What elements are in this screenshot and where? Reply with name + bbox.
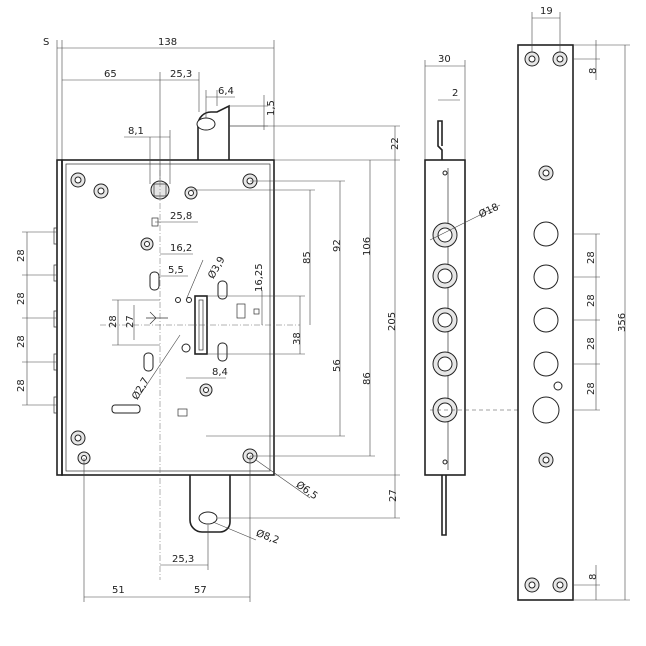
front-view: S 138 65 25,3 6,4 1,5 8,1 22 25,8 16,2 5… [16, 37, 401, 602]
dim-pitch-28-c: 28 [16, 335, 27, 348]
dim-side-30: 30 [438, 54, 451, 65]
top-lug [197, 104, 230, 160]
dim-side-18: Ø18 [477, 201, 501, 221]
side-view: 30 2 Ø18 [424, 54, 520, 536]
screw-holes [70, 172, 258, 465]
dim-56: 56 [332, 359, 343, 372]
dim-38: 38 [292, 332, 303, 345]
dim-16-25: 16,25 [254, 263, 265, 292]
dim-bar-8-bottom: 8 [588, 574, 599, 580]
dim-85: 85 [302, 251, 313, 264]
dim-2-7: Ø2,7 [129, 375, 151, 402]
centre-lines [100, 170, 300, 580]
side-bolts [432, 170, 458, 465]
dim-bar-28-a: 28 [586, 251, 597, 264]
dim-8-1: 8,1 [128, 126, 144, 137]
dim-8-2: Ø8,2 [254, 527, 280, 546]
strike-bar: 19 8 8 356 28 28 28 28 [517, 6, 630, 601]
dim-6-4: 6,4 [218, 86, 234, 97]
dim-bar-28-d: 28 [586, 382, 597, 395]
dim-51: 51 [112, 585, 125, 596]
dim-92: 92 [332, 239, 343, 252]
lock-case [61, 159, 275, 476]
dim-1-5: 1,5 [266, 100, 277, 116]
dim-25-3-top: 25,3 [170, 69, 192, 80]
front-dimensions [22, 40, 400, 602]
dim-16-2: 16,2 [170, 243, 192, 254]
deadbolt-tips [53, 227, 57, 414]
dim-27-bottom: 27 [388, 489, 399, 502]
dim-pitch-28-d: 28 [16, 379, 27, 392]
side-body [424, 159, 466, 476]
dim-side-2: 2 [452, 88, 458, 99]
dim-106: 106 [362, 237, 373, 256]
dim-25-8: 25,8 [170, 211, 192, 222]
dim-65: 65 [104, 69, 117, 80]
dim-25-3-bottom: 25,3 [172, 554, 194, 565]
dim-57: 57 [194, 585, 207, 596]
dim-pitch-28-a: 28 [16, 249, 27, 262]
bar-holes [524, 51, 568, 593]
dim-pitch-28-b: 28 [16, 292, 27, 305]
dim-27-inner: 27 [125, 315, 136, 328]
dim-bar-19: 19 [540, 6, 553, 17]
dim-8-4: 8,4 [212, 367, 228, 378]
bar-dimensions [531, 12, 630, 601]
dim-5-5: 5,5 [168, 265, 184, 276]
dim-s: S [43, 37, 49, 48]
dim-bar-356: 356 [617, 313, 628, 332]
dim-205: 205 [387, 312, 398, 331]
dim-22: 22 [390, 137, 401, 150]
dim-bar-28-c: 28 [586, 337, 597, 350]
dim-138: 138 [158, 37, 177, 48]
dim-86: 86 [362, 372, 373, 385]
side-dimensions [424, 60, 520, 411]
dim-6-5: Ø6,5 [294, 479, 320, 502]
dim-28-inner: 28 [108, 315, 119, 328]
bottom-lug [189, 475, 231, 533]
dim-bar-8-top: 8 [588, 68, 599, 74]
dim-bar-28-b: 28 [586, 294, 597, 307]
dim-3-9: Ø3,9 [205, 254, 227, 281]
